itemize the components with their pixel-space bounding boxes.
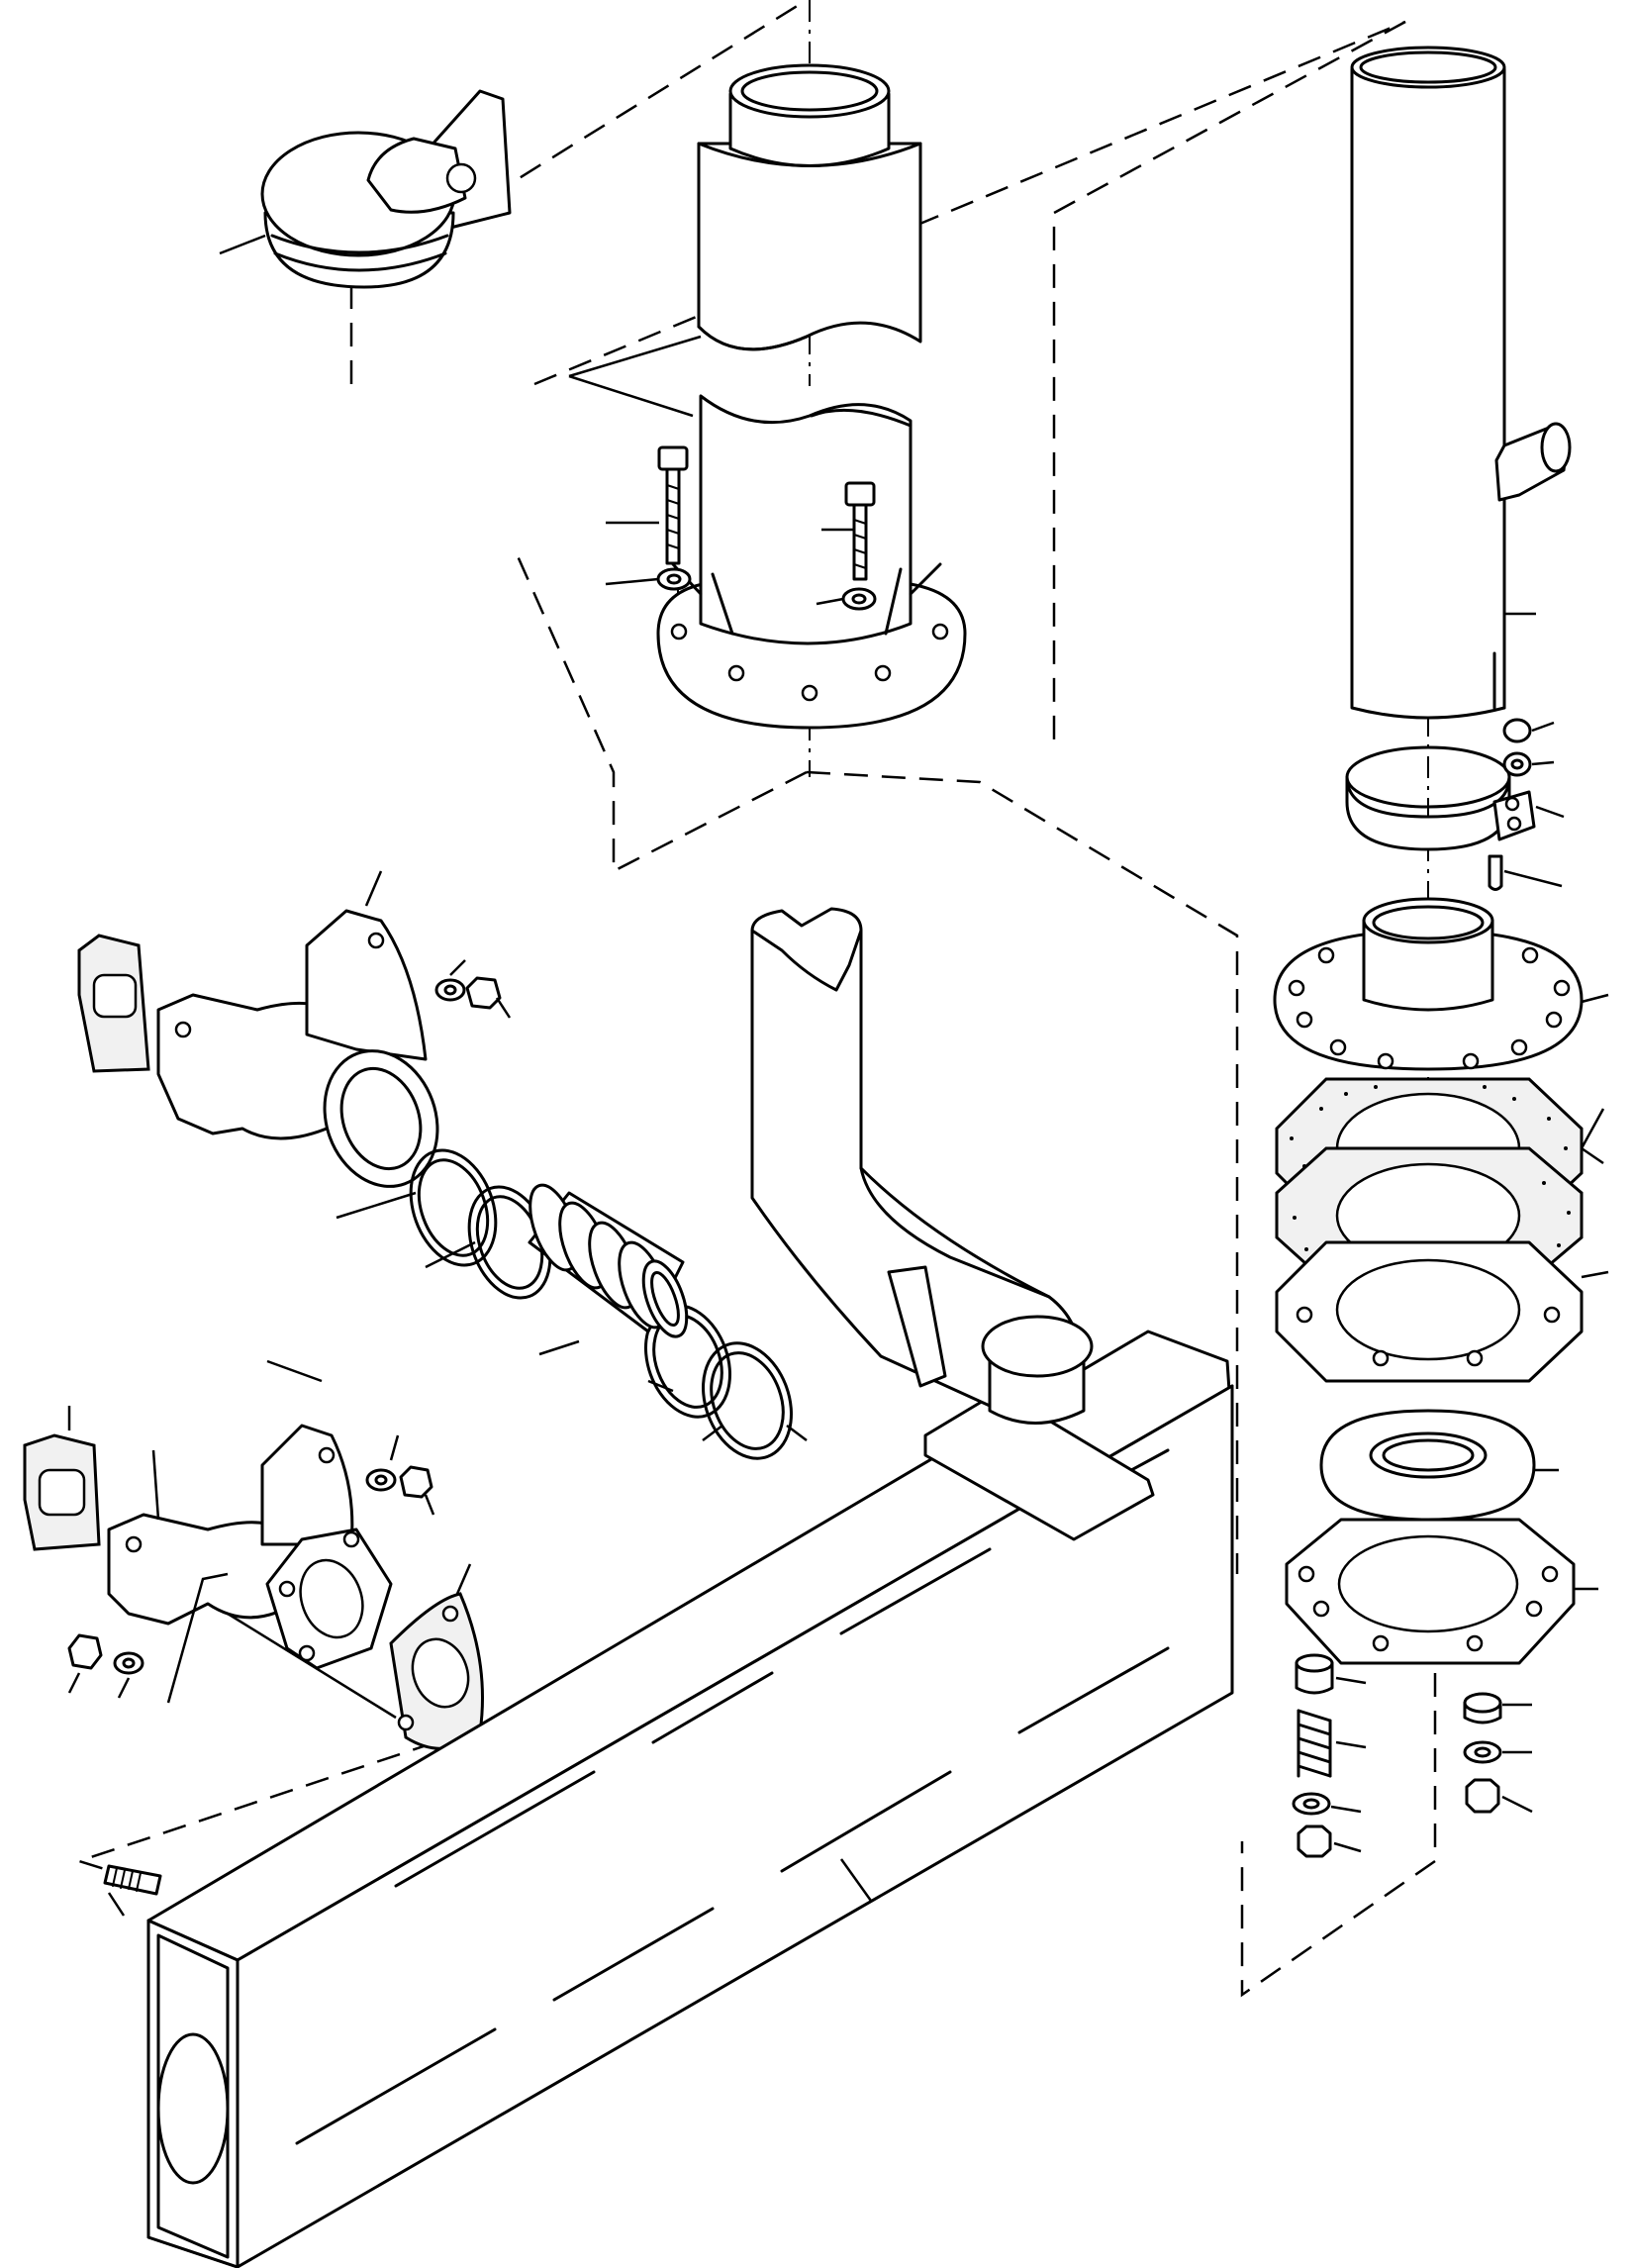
stack-icon: [1350, 46, 1572, 720]
flange-icon: [1273, 897, 1609, 1071]
elbow-icon: [750, 907, 1155, 1541]
pipe-icon: [697, 63, 922, 351]
bellows-icon: [528, 1183, 689, 1356]
manifold-icon: [77, 870, 512, 1188]
clamp-icon: [1345, 718, 1565, 891]
plate-icon: [1275, 1240, 1609, 1665]
bolt-icon: [606, 445, 876, 581]
rain-cap-icon: [219, 89, 512, 289]
spring-icon: [1292, 1653, 1533, 1858]
ring-icon: [336, 1148, 808, 1460]
washer-icon: [605, 567, 877, 611]
manifold-icon: [23, 1359, 435, 1720]
flange-pipe-icon: [568, 335, 967, 730]
gasket-icon: [389, 1563, 484, 1750]
muffler-icon: [146, 1330, 1234, 2268]
stud-icon: [103, 1864, 162, 1917]
gasket-icon: [1275, 1077, 1605, 1284]
